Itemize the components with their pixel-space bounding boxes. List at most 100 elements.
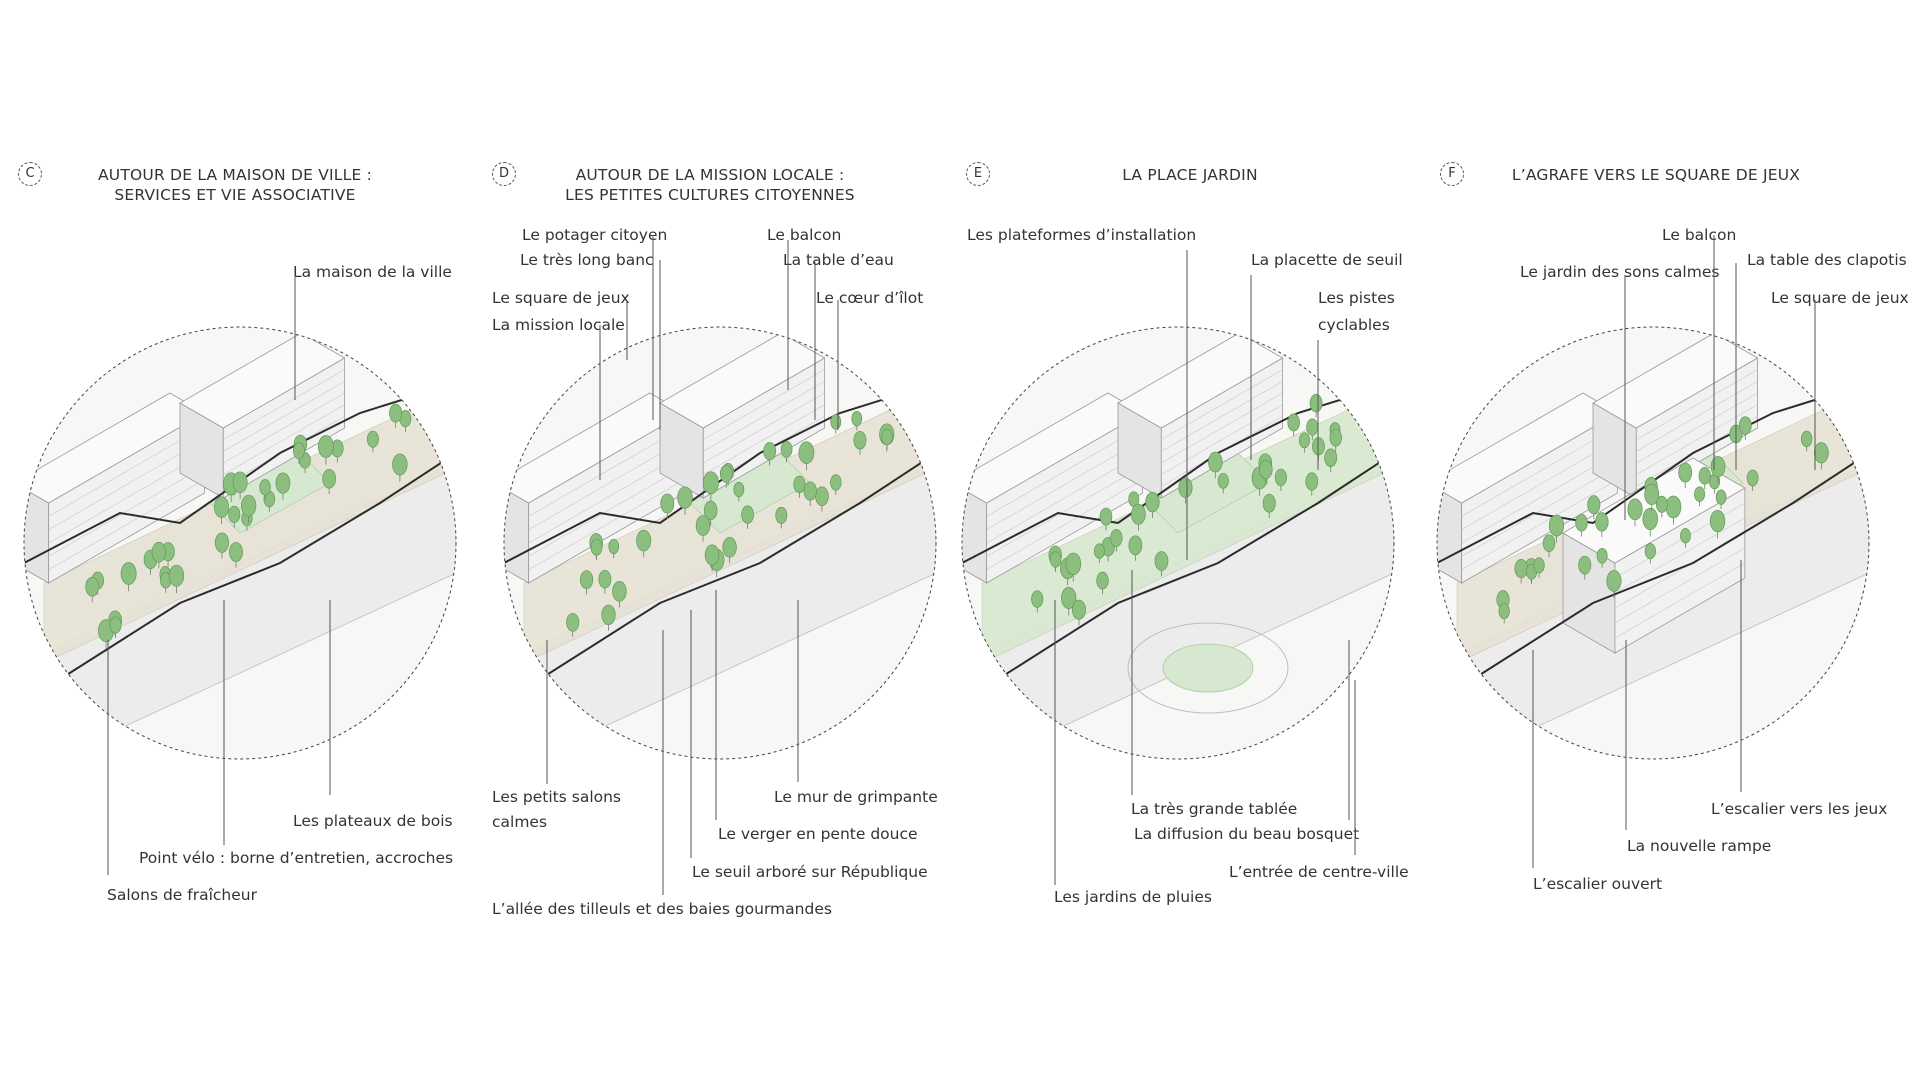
tree-canopy: [719, 464, 733, 483]
tree-canopy: [241, 494, 257, 517]
tree-canopy: [722, 537, 737, 558]
callout-point-velo: Point vélo : borne d’entretien, accroche…: [139, 849, 454, 867]
building-a-floor-line: [528, 452, 685, 544]
building-b-roof: [1117, 332, 1284, 429]
tree-canopy: [1217, 472, 1229, 489]
tree-canopy: [763, 442, 777, 461]
tree-canopy: [1575, 513, 1588, 532]
tree-canopy: [798, 441, 815, 464]
building-b-floor-line: [703, 404, 825, 475]
tree-canopy: [292, 442, 305, 460]
tree-canopy: [275, 472, 291, 494]
building-a-floor-line: [1461, 439, 1618, 530]
tree-canopy: [1274, 468, 1287, 487]
tree-canopy: [704, 544, 720, 566]
tree-canopy: [677, 486, 693, 509]
building-b-floor-line: [223, 369, 345, 440]
panel-d: D AUTOUR DE LA MISSION LOCALE : LES PETI…: [480, 0, 960, 1080]
tree-canopy: [1306, 418, 1319, 436]
panel-title: LA PLACE JARDIN: [1090, 165, 1290, 185]
callout-diffusion-beau-bosquet: La diffusion du beau bosquet: [1134, 825, 1360, 843]
tree-canopy: [1644, 543, 1656, 560]
building-a-floor-line: [1461, 426, 1618, 517]
tree-canopy: [1533, 557, 1545, 574]
building-b-floor-line: [703, 369, 825, 440]
tree-canopy: [1627, 498, 1643, 521]
tree-canopy: [168, 564, 185, 587]
tree-canopy: [741, 505, 754, 524]
tree-canopy: [1329, 428, 1342, 447]
building-c-floor-line: [1614, 562, 1746, 639]
callout-square-de-jeux: Le square de jeux: [492, 289, 630, 307]
tree-canopy: [853, 430, 867, 450]
vignette-boundary-e: [961, 326, 1395, 760]
building-a-floor-line: [986, 452, 1143, 544]
tree-canopy: [1071, 599, 1086, 620]
tree-canopy: [1680, 528, 1691, 544]
building-a-floor-line: [986, 439, 1143, 530]
building-a-floor-line: [1461, 479, 1618, 570]
site-outline: [533, 452, 936, 684]
site-outline: [991, 452, 1394, 684]
callout-maison-de-la-ville: La maison de la ville: [293, 263, 452, 281]
tree-canopy: [322, 468, 336, 489]
building-a-floor-line: [986, 466, 1143, 557]
tree-canopy: [1606, 570, 1622, 592]
tree-canopy: [1595, 512, 1609, 532]
tree-canopy: [214, 496, 229, 518]
tree-canopy: [815, 486, 829, 507]
panel-title: AUTOUR DE LA MISSION LOCALE : LES PETITE…: [550, 165, 870, 205]
callout-balcon: Le balcon: [1662, 226, 1737, 244]
panel-title: AUTOUR DE LA MAISON DE VILLE : SERVICES …: [85, 165, 385, 205]
tree-canopy: [733, 481, 745, 498]
tree-canopy: [1694, 486, 1706, 502]
tree-canopy: [1813, 442, 1829, 464]
tree-canopy: [1587, 495, 1601, 515]
tree-canopy: [120, 562, 137, 585]
tree-canopy: [803, 481, 817, 501]
tree-canopy: [366, 430, 379, 448]
building-a-floor-line: [528, 479, 685, 570]
tree-canopy: [1514, 559, 1528, 579]
vignette-f: [1437, 327, 1869, 759]
panel-title-line-2: LES PETITES CULTURES CITOYENNES: [565, 186, 855, 204]
building-c-floor-line: [1614, 517, 1746, 594]
tree-canopy: [1128, 535, 1143, 556]
building-b-floor-line: [223, 404, 345, 475]
callout-jardin-sons-calmes: Le jardin des sons calmes: [1520, 263, 1720, 281]
roundabout: [1127, 622, 1289, 714]
roundabout-grass: [1162, 643, 1254, 693]
tree-canopy: [317, 435, 334, 458]
tree-canopy: [1644, 483, 1660, 506]
tree-canopy: [1049, 551, 1062, 568]
panel-title-line-1: L’AGRAFE VERS LE SQUARE DE JEUX: [1511, 166, 1801, 184]
building-a-floor-line: [1461, 466, 1618, 557]
callout-petits-salons: Les petits salons: [492, 788, 622, 806]
tree-canopy: [1259, 459, 1273, 480]
building-b-roof: [659, 332, 826, 429]
panel-c: C AUTOUR DE LA MAISON DE VILLE : SERVICE…: [0, 0, 480, 1080]
building-b-floor-line: [703, 392, 825, 464]
tree-canopy: [232, 471, 248, 493]
building-b-floor-line: [703, 381, 825, 452]
building-a-floor-line: [48, 479, 205, 570]
building-a-floor-line: [528, 466, 685, 557]
callout-placette-de-seuil: La placette de seuil: [1251, 251, 1403, 269]
building-b-floor-line: [1161, 369, 1283, 440]
callout-balcon: Le balcon: [767, 226, 842, 244]
tree-canopy: [1154, 551, 1169, 571]
tree-canopy: [590, 538, 603, 556]
building-a-floor-line: [528, 426, 685, 517]
tree-canopy: [608, 538, 620, 554]
tree-canopy: [702, 471, 719, 495]
callout-escalier-ouvert: L’escalier ouvert: [1533, 875, 1663, 893]
vignette-d: [504, 327, 936, 759]
tree-canopy: [830, 474, 842, 491]
tree-canopy: [1800, 430, 1813, 447]
tree-canopy: [1131, 503, 1146, 525]
tree-canopy: [1548, 514, 1565, 537]
callout-potager-citoyen: Le potager citoyen: [522, 226, 668, 244]
tree-canopy: [109, 616, 122, 634]
building-a-floor-line: [528, 439, 685, 530]
vignette-boundary-c: [23, 326, 457, 760]
